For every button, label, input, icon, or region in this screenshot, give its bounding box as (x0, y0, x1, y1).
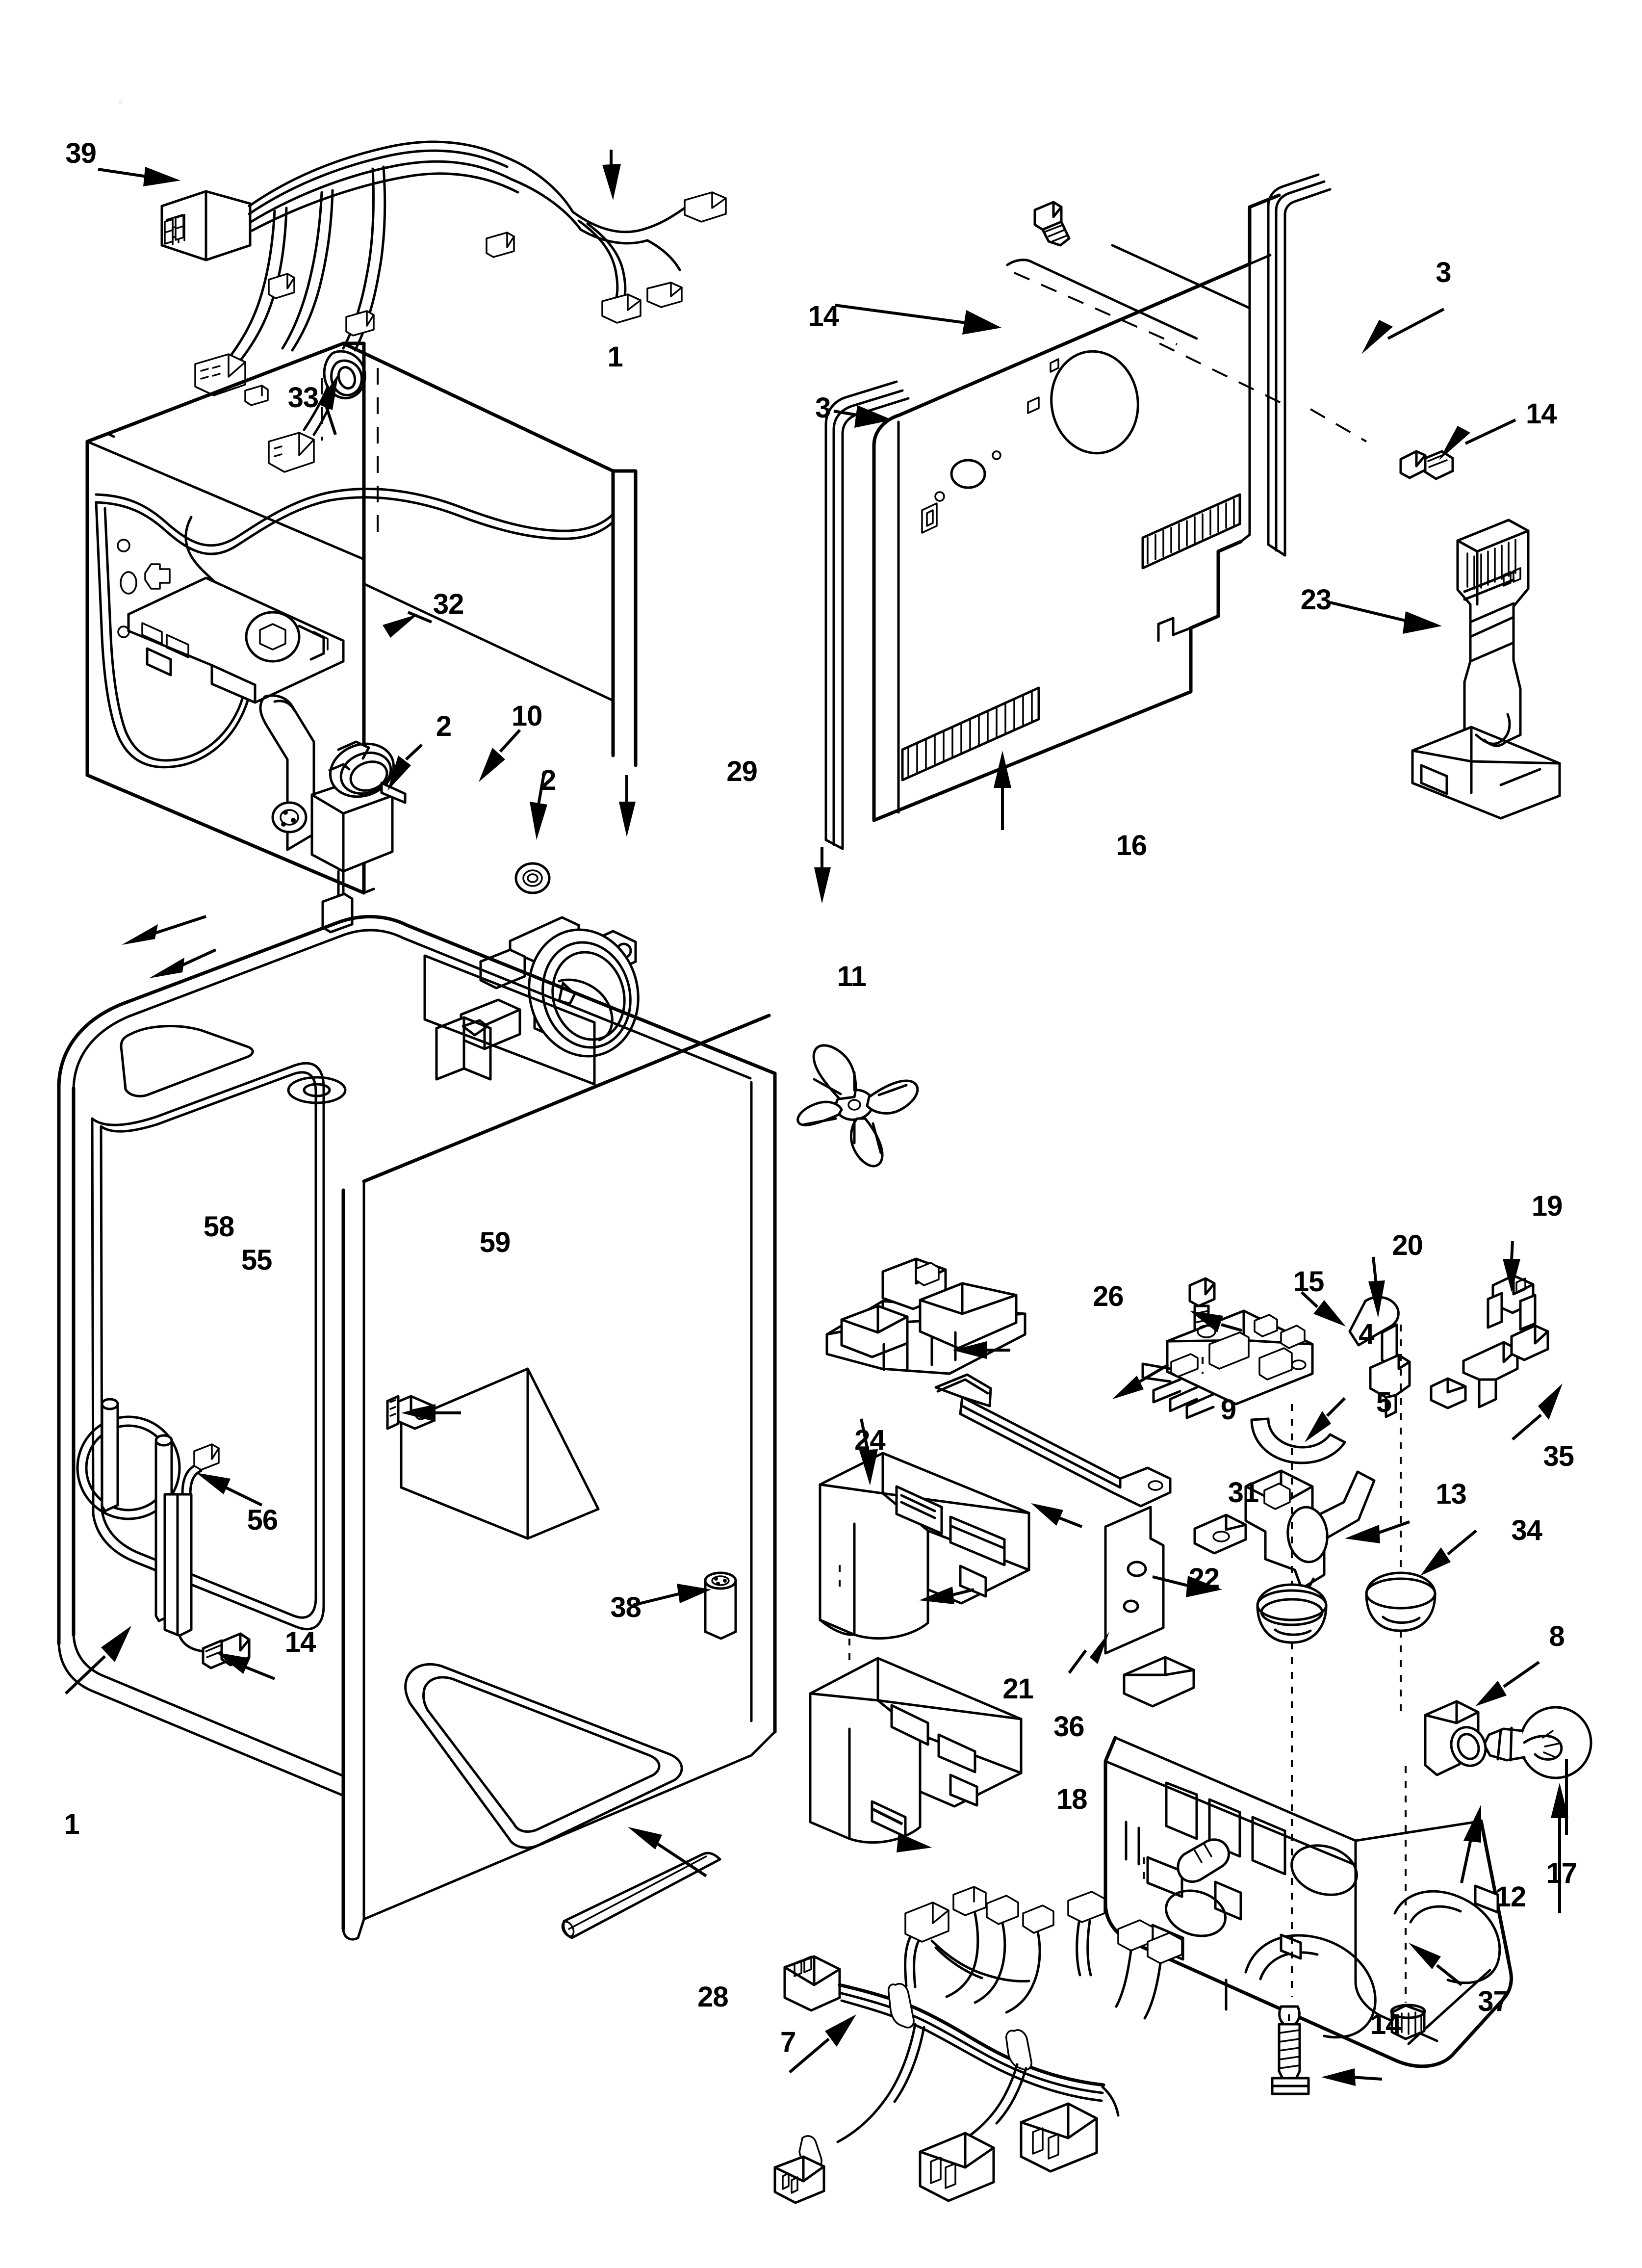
vent-grille-upper (1141, 493, 1241, 570)
callout-59-hinge-retainer-clip[interactable]: 59 (479, 1226, 511, 1259)
callout-2-motor-grommet[interactable]: 2 (436, 710, 452, 743)
part-26-control-housing-cover (825, 1257, 1026, 1375)
callout-leaders (64, 150, 1568, 2086)
callout-55-right-door-stop-rod[interactable]: 55 (241, 1244, 273, 1276)
part-34-upper-bearing-cup (1365, 1571, 1437, 1632)
part-58-door-stop-rod (101, 1398, 119, 1512)
callout-15-mounting-screw[interactable]: 15 (1293, 1266, 1325, 1298)
callout-26-control-housing-cover[interactable]: 26 (1093, 1280, 1124, 1312)
callout-14-hex-head-screw[interactable]: 14 (1525, 397, 1557, 430)
callout-28-drain-trough-tube[interactable]: 28 (697, 1981, 729, 2013)
part-35-damper-lever-arm (1430, 1324, 1549, 1409)
callout-3-cabinet-trim-strip[interactable]: 3 (815, 392, 831, 424)
callout-56-defrost-drain-tube[interactable]: 56 (247, 1504, 279, 1537)
callout-16-rear-access-panel[interactable]: 16 (1116, 830, 1147, 862)
part-32-damper-bracket (127, 576, 345, 704)
callout-24-upper-duct-cover[interactable]: 24 (854, 1424, 886, 1457)
part-38-drain-plug-cap (704, 1571, 737, 1640)
callout-38-drain-plug-cap[interactable]: 38 (610, 1591, 641, 1623)
part-8-bulb-socket (1424, 1700, 1487, 1776)
callout-37-push-nut-retainer[interactable]: 37 (1478, 1985, 1509, 2018)
part-12-control-box-base (1103, 1736, 1513, 2068)
part-14-screw-right (1399, 450, 1454, 480)
callout-34-upper-bearing-cup[interactable]: 34 (1511, 1514, 1542, 1546)
callout-32-damper-bracket[interactable]: 32 (433, 588, 464, 621)
callout-5-retainer-clip[interactable]: 5 (1376, 1386, 1392, 1419)
part-4-electronic-control-board (1141, 1309, 1314, 1419)
part-36-foam-seal-pad (1123, 1656, 1195, 1708)
callout-9-support-bracket-rod[interactable]: 9 (1220, 1393, 1236, 1426)
callout-22-lower-bearing-cup[interactable]: 22 (1188, 1562, 1220, 1594)
callout-36-foam-seal-pad[interactable]: 36 (1053, 1710, 1085, 1743)
part-31-insulation-baffle (1104, 1506, 1165, 1655)
part-18-thermal-fuse (1177, 1838, 1231, 1883)
callout-11-evaporator-fan-blade[interactable]: 11 (837, 960, 867, 992)
part-29-fan-shroud-assembly (435, 916, 640, 1081)
callout-7-lower-wire-harness[interactable]: 7 (780, 2026, 796, 2059)
callout-14-hex-head-screw[interactable]: 14 (1370, 2008, 1402, 2041)
part-5-retainer-clip (1250, 1417, 1346, 1464)
part-23-air-tower-duct (1411, 519, 1561, 820)
alignment-guides (839, 1325, 1407, 2021)
part-1-freezer-liner (85, 341, 638, 895)
callout-23-air-tower-duct[interactable]: 23 (1300, 584, 1332, 616)
callout-39-main-wire-harness[interactable]: 39 (65, 137, 97, 170)
part-2-motor-grommet-a (271, 801, 308, 834)
part-11-evaporator-fan-blade (796, 1044, 919, 1168)
part-28-drain-trough-tube (561, 1851, 721, 1939)
callout-14-hex-head-screw[interactable]: 14 (808, 300, 839, 333)
part-14-screw-upper (1033, 201, 1071, 247)
callout-17-base-mounting-flange[interactable]: 17 (1546, 1857, 1577, 1890)
part-14-screw-base (1271, 2005, 1310, 2095)
callout-18-thermal-fuse[interactable]: 18 (1056, 1783, 1088, 1816)
part-56-defrost-drain-tube (163, 1443, 220, 1655)
callout-4-electronic-control-board[interactable]: 4 (1359, 1318, 1374, 1350)
callout-31-insulation-baffle[interactable]: 31 (1228, 1476, 1259, 1509)
part-1-fresh-food-liner (57, 915, 777, 1941)
callout-2-motor-grommet[interactable]: 2 (540, 764, 556, 796)
part-8-light-bulb (1483, 1706, 1592, 1779)
callout-13-damper-assembly[interactable]: 13 (1436, 1478, 1467, 1510)
callout-35-damper-lever-arm[interactable]: 35 (1543, 1440, 1575, 1472)
callout-58-left-door-stop-rod[interactable]: 58 (203, 1210, 235, 1243)
part-22-lower-bearing-cup (1256, 1583, 1328, 1644)
part-3-trim-strip-right (1267, 173, 1332, 557)
callout-21-lower-duct-cover[interactable]: 21 (1002, 1672, 1034, 1705)
callout-3-cabinet-trim-strip[interactable]: 3 (1436, 257, 1451, 289)
part-7-lower-wire-harness (773, 1886, 1183, 2204)
part-24-upper-duct-cover (819, 1452, 1030, 1640)
callout-12-control-box-base[interactable]: 12 (1495, 1880, 1527, 1913)
callout-1-freezer-liner[interactable]: 1 (607, 341, 623, 373)
callout-19-wire-connector-block[interactable]: 19 (1531, 1190, 1563, 1223)
part-2-motor-grommet-b (514, 862, 551, 894)
part-10-evaporator-fan-motor (259, 694, 407, 934)
part-16-rear-access-panel (872, 193, 1367, 822)
callout-33-harness-grommet[interactable]: 33 (287, 382, 319, 414)
part-3-trim-strip-left (824, 380, 910, 850)
part-37-push-nut-retainer (1390, 2004, 1426, 2040)
part-19-wire-connector-block (1487, 1274, 1537, 1331)
vent-grille-lower (901, 686, 1040, 782)
part-39-main-wire-harness (160, 140, 727, 473)
callout-8-light-bulb[interactable]: 8 (1549, 1620, 1565, 1653)
part-21-lower-duct-cover (809, 1657, 1023, 1844)
callout-10-evaporator-fan-motor[interactable]: 10 (511, 700, 543, 732)
callout-14-hex-head-screw[interactable]: 14 (284, 1626, 316, 1659)
part-9-support-bracket-rod (934, 1373, 1172, 1508)
callout-1-fresh-food-liner[interactable]: 1 (64, 1808, 79, 1840)
part-13-damper-assembly (1193, 1469, 1376, 1598)
callout-20-damper-control-rod[interactable]: 20 (1392, 1229, 1423, 1262)
callout-29-fan-shroud-assembly[interactable]: 29 (726, 755, 758, 787)
